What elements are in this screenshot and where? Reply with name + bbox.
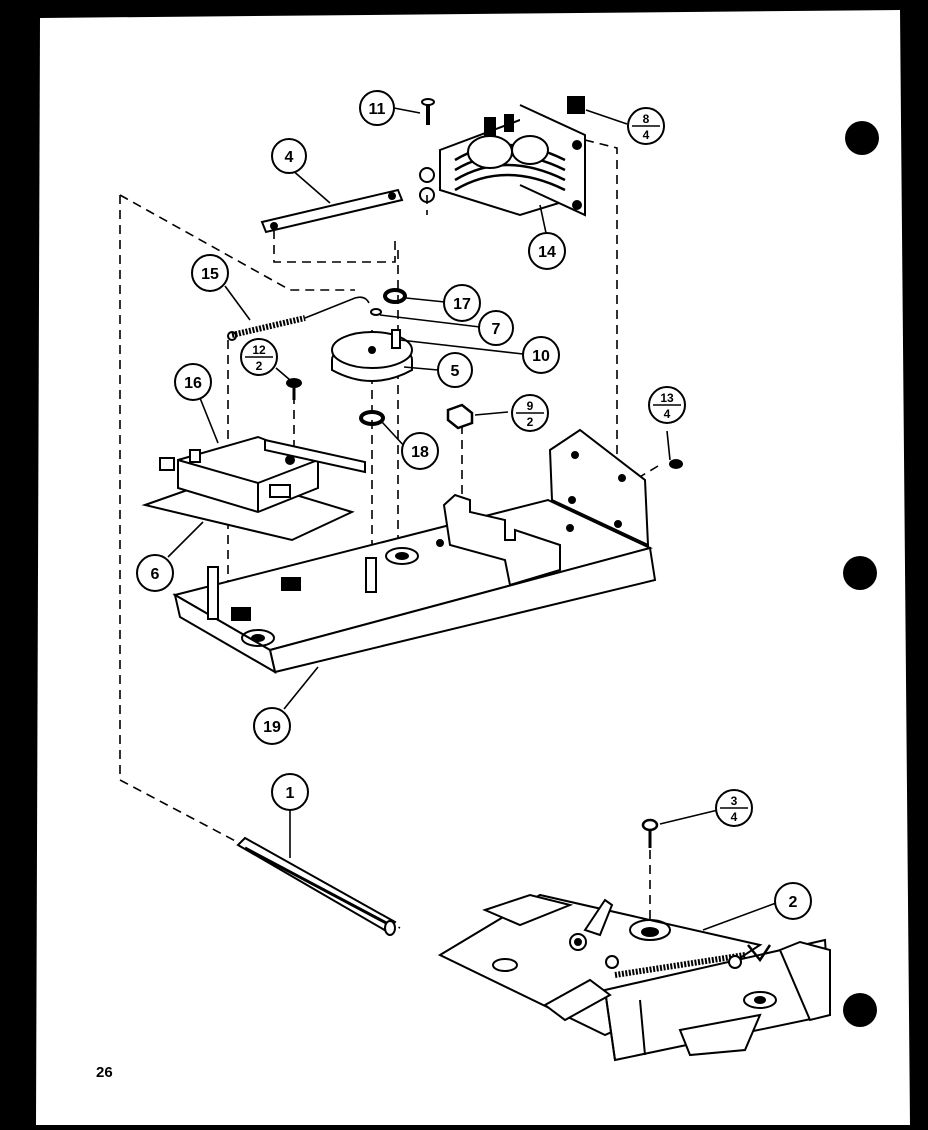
callout-3-4: 3 4 bbox=[715, 789, 753, 827]
svg-text:10: 10 bbox=[532, 348, 550, 365]
callout-11: 11 bbox=[359, 90, 395, 126]
callout-15: 15 bbox=[191, 254, 229, 292]
callout-16: 16 bbox=[174, 363, 212, 401]
link-arm bbox=[260, 188, 404, 234]
callout-4: 4 bbox=[271, 138, 307, 174]
callout-7: 7 bbox=[478, 310, 514, 346]
cam-gear bbox=[331, 329, 413, 382]
motor-assembly bbox=[419, 104, 586, 217]
svg-text:14: 14 bbox=[538, 244, 556, 261]
svg-text:4: 4 bbox=[664, 407, 671, 421]
svg-text:2: 2 bbox=[789, 894, 798, 911]
leader-lines bbox=[167, 107, 777, 931]
callout-8-4: 8 4 bbox=[627, 107, 665, 145]
washer-17 bbox=[383, 288, 407, 304]
washer-18 bbox=[359, 410, 385, 426]
callout-13-4: 13 4 bbox=[648, 386, 686, 424]
cam-block bbox=[446, 403, 474, 430]
screw-13 bbox=[669, 459, 683, 469]
spring bbox=[227, 296, 370, 341]
svg-text:4: 4 bbox=[731, 810, 738, 824]
page-number: 26 bbox=[96, 1064, 113, 1081]
svg-text:4: 4 bbox=[285, 149, 294, 166]
punch-hole-bottom bbox=[843, 993, 877, 1027]
switch-assembly bbox=[141, 435, 366, 542]
svg-text:2: 2 bbox=[256, 359, 263, 373]
screw-3 bbox=[641, 818, 659, 848]
callout-9-2: 9 2 bbox=[511, 394, 549, 432]
svg-text:18: 18 bbox=[411, 444, 429, 461]
latch-assembly bbox=[437, 893, 832, 1062]
shaft bbox=[236, 836, 397, 936]
callout-17: 17 bbox=[443, 284, 481, 322]
base-bracket bbox=[172, 428, 657, 675]
svg-text:16: 16 bbox=[184, 375, 202, 392]
svg-text:7: 7 bbox=[492, 321, 501, 338]
callout-1: 1 bbox=[271, 773, 309, 811]
clip-8 bbox=[567, 96, 585, 114]
callout-5: 5 bbox=[437, 352, 473, 388]
svg-text:12: 12 bbox=[252, 343, 266, 357]
svg-text:11: 11 bbox=[369, 101, 386, 118]
svg-text:9: 9 bbox=[527, 399, 534, 413]
svg-text:19: 19 bbox=[263, 719, 281, 736]
svg-text:8: 8 bbox=[643, 112, 650, 126]
svg-text:13: 13 bbox=[660, 391, 674, 405]
svg-text:3: 3 bbox=[731, 794, 738, 808]
screw-11 bbox=[421, 98, 435, 125]
callout-12-2: 12 2 bbox=[240, 338, 278, 376]
clip-7 bbox=[370, 308, 382, 316]
svg-text:17: 17 bbox=[453, 296, 471, 313]
callout-6: 6 bbox=[136, 554, 174, 592]
punch-hole-top bbox=[845, 121, 879, 155]
callout-10: 10 bbox=[522, 336, 560, 374]
callout-19: 19 bbox=[253, 707, 291, 745]
screw-12 bbox=[286, 378, 302, 400]
callout-18: 18 bbox=[401, 432, 439, 470]
callout-14: 14 bbox=[528, 232, 566, 270]
callout-2: 2 bbox=[774, 882, 812, 920]
svg-text:4: 4 bbox=[643, 128, 650, 142]
punch-hole-middle bbox=[843, 556, 877, 590]
svg-text:2: 2 bbox=[527, 415, 534, 429]
svg-text:6: 6 bbox=[151, 566, 160, 583]
svg-text:1: 1 bbox=[286, 785, 295, 802]
svg-text:15: 15 bbox=[201, 266, 219, 283]
svg-text:5: 5 bbox=[451, 363, 460, 380]
